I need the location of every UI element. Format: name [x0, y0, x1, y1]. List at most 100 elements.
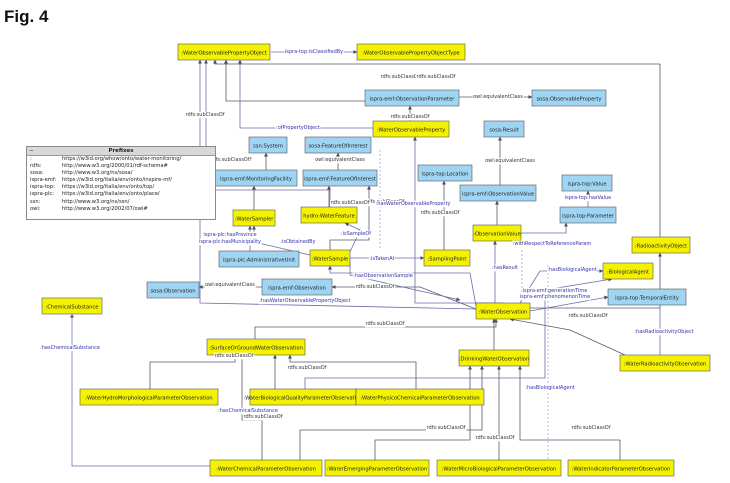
prefixes-title: Prefixes	[108, 148, 134, 154]
node-box	[567, 459, 675, 477]
prefix-uri: https://w3id.org/italia/env/onto/inspire…	[62, 177, 172, 184]
class-node-dwobs[interactable]: :DrinkingWaterObservation	[458, 349, 530, 367]
class-node-wsample[interactable]: :WaterSample	[309, 249, 351, 267]
edge-label-background	[491, 264, 519, 272]
prefix-key: ssn:	[30, 198, 41, 205]
subclass-edge-chemparam-dwobs	[299, 365, 484, 460]
edge-label-e10: owl:equivalentClass	[485, 158, 535, 164]
edge-label-background	[519, 293, 591, 301]
edge-label-e30: rdfs:subClassOf	[417, 74, 456, 80]
class-node-spoint[interactable]: :SamplingPoint	[423, 249, 471, 267]
node-box	[146, 281, 200, 299]
class-node-chemparam[interactable]: :WaterChemicalParameterObservation	[209, 459, 323, 477]
class-node-hydro[interactable]: hydro:WaterFeature	[300, 206, 358, 224]
class-node-sgwobs[interactable]: :SurfaceOrGroundWaterObservation	[206, 338, 306, 356]
edge-label-background	[365, 320, 406, 328]
node-label: :WaterMicroBiologicalParameterObservatio…	[442, 467, 557, 473]
edge-label-background	[330, 199, 371, 207]
edge-label-e20: :isTakenAt	[369, 256, 394, 262]
class-node-hydromorph[interactable]: :WaterHydroMorphologicalParameterObserva…	[79, 388, 219, 406]
class-node-biolqual[interactable]: :WaterBiologicalQualityParameterObservat…	[243, 388, 363, 406]
edge-label-background	[368, 255, 396, 263]
edge-label-e37: :hasBiologicalAgent	[525, 385, 574, 391]
edge-label-background	[571, 424, 612, 432]
node-box	[209, 459, 323, 477]
class-node-wradobs[interactable]: :WaterRadioactivityObservation	[619, 354, 711, 372]
subclass-edge-indicator-dwobs	[518, 365, 621, 460]
class-node-adminunit[interactable]: ispra-plc:AdministrativeUnit	[218, 250, 300, 268]
node-label: :WaterObservablePropertyObjectType	[362, 51, 459, 57]
edge-label-background	[287, 364, 328, 372]
class-node-wsampler[interactable]: :WaterSampler	[232, 209, 276, 227]
class-node-emffoi[interactable]: ispra-emf:FeatureOfInterest	[302, 169, 378, 187]
edge-label-e21: :withRespectToReferenceParam	[513, 241, 592, 247]
node-label: :WaterRadioactivityObservation	[624, 362, 706, 368]
edge-label-e9: owl:equivalentClass	[315, 157, 365, 163]
edge-label-background	[258, 297, 352, 305]
class-node-topparam[interactable]: ispra-top:Parameter	[559, 206, 617, 224]
class-node-sosafoi[interactable]: sosa:FeatureOfInterest	[304, 136, 372, 154]
property-edge-wobs-wopo	[198, 59, 477, 310]
edge-label-background	[39, 344, 101, 352]
class-node-topval[interactable]: ispra-top:Value	[561, 174, 613, 192]
prefix-uri: http://www.w3.org/ns/sosa/	[62, 170, 133, 177]
node-box	[304, 136, 372, 154]
edge-label-background	[472, 93, 524, 101]
class-node-microbio[interactable]: :WaterMicroBiologicalParameterObservatio…	[436, 459, 562, 477]
class-node-bioagent[interactable]: :BiologicalAgent	[602, 262, 654, 280]
class-node-wopot[interactable]: :WaterObservablePropertyObjectType	[356, 43, 466, 61]
class-node-wopo[interactable]: :WaterObservablePropertyObject	[177, 43, 271, 61]
class-node-radobj[interactable]: :RadioactivityObject	[631, 236, 691, 254]
edge-label-e26: rdfs:subClassOf	[356, 284, 395, 290]
prefix-row: ispra-emf:https://w3id.org/italia/env/on…	[27, 177, 215, 184]
prefix-key: :	[30, 156, 32, 162]
edge-label-e23: :hasResult	[492, 265, 518, 271]
class-node-ssnsys[interactable]: ssn:System	[248, 136, 288, 154]
prefix-uri: https://w3id.org/whow/onto/water-monitor…	[62, 156, 182, 162]
node-label: ispra-emf:ObservationValue	[462, 192, 534, 198]
subclass-edge-wobs-emfobs	[331, 285, 477, 310]
node-label: :WaterObservation	[479, 310, 528, 316]
node-label: sosa:ObservableProperty	[536, 97, 601, 103]
prefixes-panel: − Prefixes : https://w3id.org/whow/onto/w…	[26, 146, 216, 220]
node-box	[79, 388, 219, 406]
class-node-indicator[interactable]: :WaterIndicatorParameterObservation	[567, 459, 675, 477]
node-box	[559, 206, 617, 224]
minimize-icon[interactable]: −	[29, 148, 34, 154]
class-node-chemsub[interactable]: :ChemicalSubstance	[41, 297, 103, 315]
class-node-wop[interactable]: :WaterObservableProperty	[372, 120, 450, 138]
node-label: :WaterSampler	[235, 217, 275, 223]
class-node-emerging[interactable]: :WaterEmergingParameterObservation	[324, 459, 430, 477]
class-node-sosaop[interactable]: sosa:ObservableProperty	[531, 89, 607, 107]
class-node-obsparam[interactable]: ispra-emf:ObservationParameter	[364, 89, 460, 107]
node-box	[364, 89, 460, 107]
edge-label-background	[546, 266, 598, 274]
class-node-obsvalue[interactable]: :ObservationValue	[472, 224, 522, 242]
node-label: ssn:System	[253, 144, 283, 150]
edge-label-e35: rdfs:subClassOf	[215, 353, 254, 359]
edge-label-background	[284, 48, 344, 56]
prefix-key: ispra-plc:	[30, 191, 54, 198]
edge-label-background	[484, 157, 536, 165]
edge-label-e14: :hasWaterObservableProperty	[376, 201, 451, 207]
edge-label-e11: ispra-top:hasValue	[565, 195, 612, 201]
property-edge-wobs-temporal	[529, 295, 609, 312]
prefix-row: sosa:http://www.w3.org/ns/sosa/	[27, 170, 215, 177]
figure-label: Fig. 4	[4, 7, 49, 26]
edge-label-e38: :hasChemicalSubstance	[218, 408, 278, 414]
class-node-wobs[interactable]: :WaterObservation	[475, 302, 531, 320]
class-node-sosares[interactable]: sosa:Result	[483, 120, 525, 138]
edge-label-background	[568, 312, 609, 320]
class-node-toploc[interactable]: ispra-top:Location	[417, 164, 473, 182]
edge-label-e15: rdfs:subClassOf	[421, 210, 460, 216]
property-edge-obsvalue-topparam	[521, 222, 568, 234]
edge-label-background	[390, 113, 431, 121]
class-node-temporal[interactable]: ispra-top:TemporalEntity	[607, 288, 687, 306]
class-node-obsval[interactable]: ispra-emf:ObservationValue	[459, 184, 537, 202]
class-node-physchem[interactable]: :WaterPhysicoChemicalParameterObservatio…	[355, 388, 485, 406]
class-node-emfobs[interactable]: ispra-emf:Observation	[261, 278, 333, 296]
node-box	[436, 459, 562, 477]
class-node-sosaobs[interactable]: sosa:Observation	[146, 281, 200, 299]
prefix-uri: http://www.w3.org/ns/ssn/	[62, 198, 130, 205]
class-node-monfac[interactable]: ispra-emf:MonitoringFacility	[214, 169, 298, 187]
